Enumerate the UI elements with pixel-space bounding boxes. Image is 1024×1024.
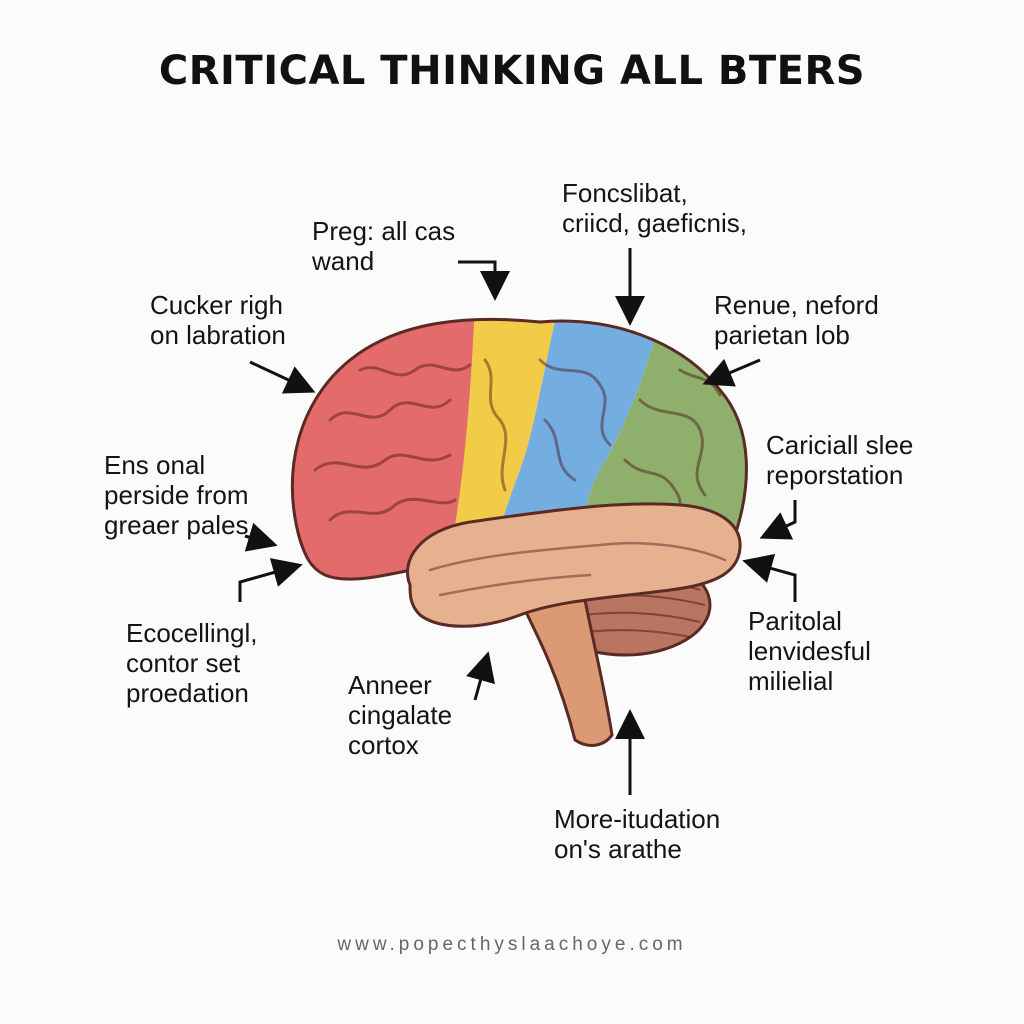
- label-line: contor set: [126, 648, 241, 678]
- footer-url: www.popecthyslaachoye.com: [337, 934, 687, 955]
- label-upper-right: Renue, neford parietan lob: [714, 290, 879, 350]
- label-top-left-center: Preg: all cas wand: [312, 216, 455, 276]
- label-line: perside from: [104, 480, 249, 510]
- arrow-lower-left: [238, 558, 303, 602]
- label-mid-right: Cariciall slee reporstation: [766, 430, 913, 490]
- label-line: Cariciall slee: [766, 430, 914, 460]
- label-line: proedation: [126, 678, 249, 708]
- pointer-arrows: [238, 248, 797, 795]
- label-line: greaer pales: [104, 510, 249, 540]
- brainstem: [517, 598, 614, 747]
- label-line: Anneer: [348, 670, 432, 700]
- label-bottom-center-left: Anneer cingalate cortox: [348, 670, 452, 760]
- arrow-mid-right: [759, 500, 797, 540]
- label-line: parietan lob: [714, 320, 850, 350]
- label-line: cingalate: [348, 700, 453, 730]
- label-line: Ecocellingl,: [126, 618, 258, 648]
- arrow-mid-left: [244, 522, 278, 552]
- label-line: reporstation: [766, 460, 904, 490]
- label-top-right-center: Foncslibat, criicd, gaeficnis,: [562, 178, 747, 238]
- arrow-upper-right: [702, 358, 761, 387]
- label-mid-left: Ens onal perside from greaer pales: [104, 450, 249, 540]
- label-line: criicd, gaeficnis,: [562, 208, 747, 238]
- label-line: Renue, neford: [714, 290, 879, 320]
- label-line: Ens onal: [104, 450, 206, 480]
- label-line: Foncslibat,: [562, 178, 688, 208]
- diagram-title: CRITICAL THINKING ALL BTERS: [158, 48, 866, 94]
- label-upper-left: Cucker righ on labration: [150, 290, 286, 350]
- label-line: More-itudation: [554, 804, 721, 834]
- label-line: milielial: [748, 666, 834, 696]
- label-line: Preg: all cas: [312, 216, 456, 246]
- label-bottom-center: More-itudation on's arathe: [554, 804, 720, 864]
- arrow-upper-left: [249, 360, 316, 394]
- temporal-lobe: [406, 502, 742, 628]
- label-line: lenvidesful: [748, 636, 871, 666]
- label-line: Cucker righ: [150, 290, 283, 320]
- label-lower-left: Ecocellingl, contor set proedation: [126, 618, 258, 708]
- arrow-lower-right: [742, 553, 797, 602]
- label-line: on labration: [150, 320, 286, 350]
- arrow-bottom-center-left: [466, 651, 495, 701]
- arrow-top-left-center: [458, 260, 510, 301]
- label-line: cortox: [348, 730, 419, 760]
- label-line: wand: [312, 246, 375, 276]
- label-line: Paritolal: [748, 606, 842, 636]
- label-line: on's arathe: [554, 834, 682, 864]
- label-lower-right: Paritolal lenvidesful milielial: [748, 606, 871, 696]
